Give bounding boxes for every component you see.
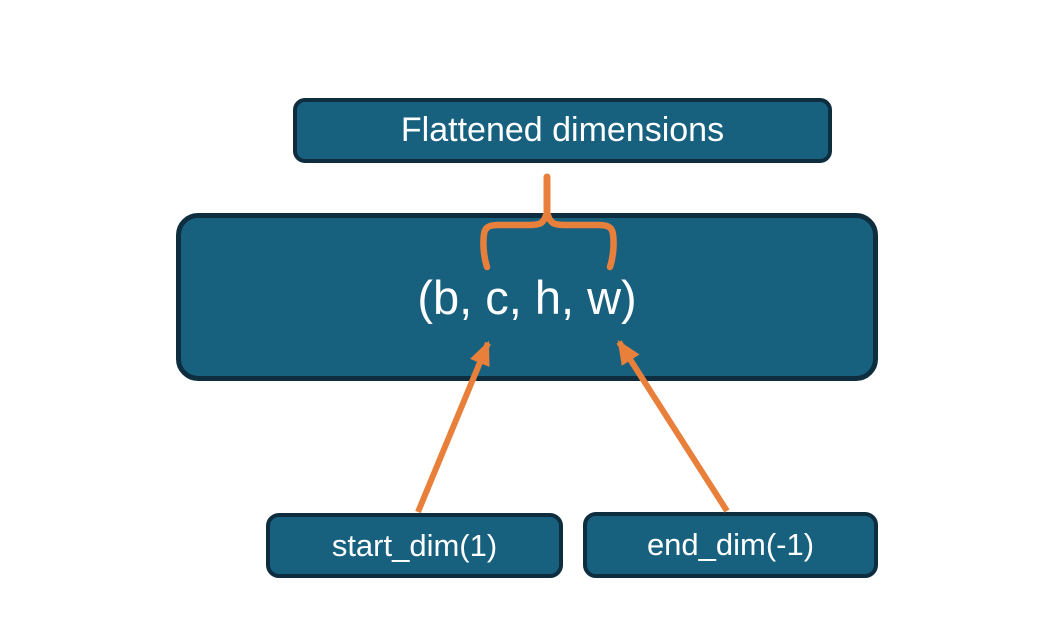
flattened-dimensions-box: Flattened dimensions bbox=[293, 98, 832, 163]
start-dim-box: start_dim(1) bbox=[266, 513, 563, 578]
end-dim-box: end_dim(-1) bbox=[583, 512, 878, 578]
start-dim-label: start_dim(1) bbox=[331, 527, 498, 563]
tensor-shape-label: (b, c, h, w) bbox=[417, 270, 637, 324]
end-dim-label: end_dim(-1) bbox=[646, 527, 815, 562]
tensor-shape-box: (b, c, h, w) bbox=[176, 213, 878, 381]
flattened-dimensions-label: Flattened dimensions bbox=[400, 111, 725, 149]
